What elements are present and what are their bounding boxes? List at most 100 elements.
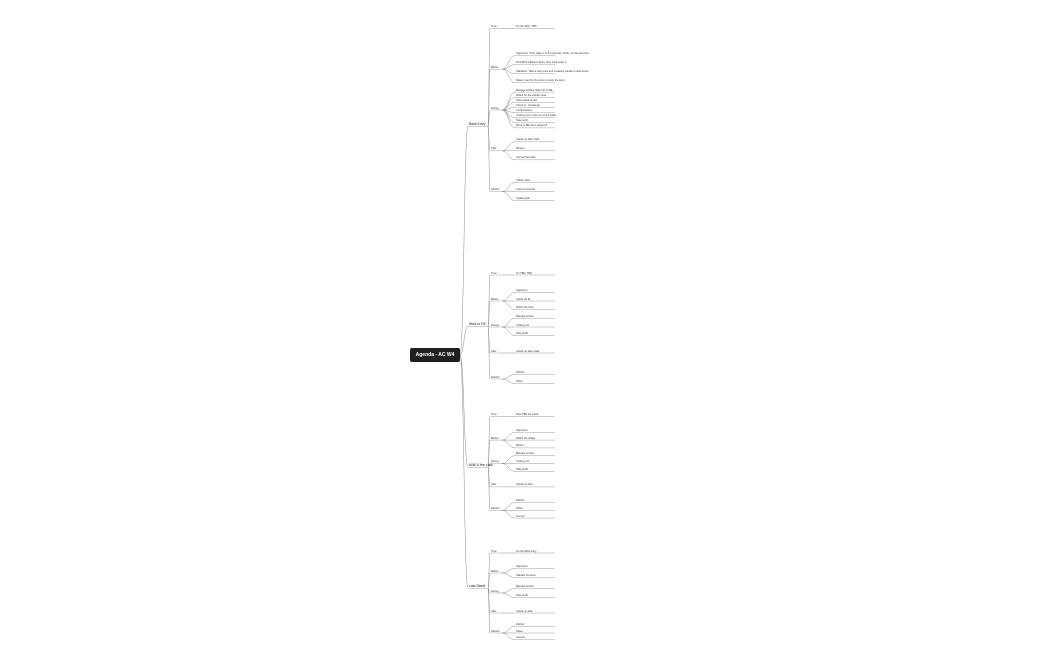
b1-item-4-line-2-connector — [501, 191, 516, 201]
b4-item-1-line-0-connector — [501, 568, 516, 574]
b2-item-1-line-0-connector — [501, 292, 516, 302]
b3-item-2-connector — [487, 463, 491, 468]
b4-item-4-line-0-connector — [501, 626, 516, 634]
b2-item-4-line-1-connector — [501, 378, 516, 384]
root-to-b1-connector — [459, 125, 469, 356]
b2-item-1-line-2-connector — [501, 300, 516, 310]
b2-item-1-line-1: Check for fill — [516, 297, 531, 301]
b2-item-2-line-0-connector — [501, 318, 516, 328]
b1-item-1-line-1: DCA BoS 2 Bottom Entry, then Limit order… — [516, 61, 567, 65]
b1-item-1-line-3: Retest: wait for the price to retest the… — [516, 79, 565, 83]
branch-b4-label[interactable]: Last Stand — [469, 584, 486, 588]
b1-item-1-label[interactable]: Before — [491, 65, 499, 69]
b1-item-2-line-3: Check in - Exchange — [516, 103, 540, 107]
b4-item-1-connector — [487, 572, 491, 589]
b3-item-1-line-1: Watch the shape — [516, 436, 536, 440]
root-to-b3-connector — [459, 354, 469, 468]
b3-item-2-line-0-connector — [501, 455, 516, 464]
b3-item-3-line-0: Check on after — [516, 483, 533, 487]
b3-item-1-line-2-connector — [501, 439, 516, 449]
b3-item-1-line-0: Alignment — [516, 428, 528, 432]
b4-item-4-line-2-connector — [501, 632, 516, 640]
b3-item-4-connector — [487, 467, 491, 511]
b1-item-2-label[interactable]: During — [491, 106, 499, 110]
b1-item-1-connector — [487, 68, 491, 127]
b4-item-4-connector — [487, 588, 491, 634]
b2-item-2-line-2: Take profit — [516, 332, 528, 336]
b1-item-1-line-0-connector — [501, 55, 516, 70]
b1-item-3-line-0: Check on after trade — [516, 138, 540, 142]
b2-item-2-label[interactable]: During — [491, 323, 499, 327]
branch-b3-label[interactable]: M/W & the Lock — [469, 463, 493, 467]
b2-item-4-line-0: Debrief — [516, 371, 525, 374]
b4-item-0-label[interactable]: Time — [491, 549, 497, 553]
b2-item-2-line-1: Closing out — [516, 323, 529, 327]
b1-item-3-line-2-connector — [501, 150, 516, 161]
b3-item-4-line-0-connector — [501, 502, 516, 511]
b3-item-0-line-0: New TBD the week — [516, 413, 539, 417]
b4-item-2-line-1-connector — [501, 592, 516, 598]
b1-item-1-line-2: Validation: Take a stop price and a wait… — [516, 70, 589, 74]
b1-item-3-label[interactable]: After — [491, 147, 497, 151]
b2-item-1-line-0: Alignment — [516, 288, 528, 292]
b4-item-2-label[interactable]: During — [491, 589, 499, 593]
b3-item-0-label[interactable]: Time — [491, 413, 497, 417]
root-to-b2-connector — [459, 325, 469, 356]
b1-item-2-line-2: Take partial profits — [516, 98, 538, 102]
branch-b2-label[interactable]: Wick to Fill — [469, 322, 486, 326]
b1-item-2-line-4: Confirmations — [516, 109, 533, 113]
b1-item-2-line-6: Take profit — [516, 119, 528, 123]
b2-item-4-line-1: Notes — [516, 380, 523, 383]
b1-item-2-line-1-connector — [501, 97, 516, 111]
b1-item-4-line-1: Lessons learned — [516, 188, 536, 192]
b3-item-1-connector — [487, 439, 491, 468]
b1-item-1-line-3-connector — [501, 68, 516, 83]
b1-item-2-line-0: Manage entries: Move SL to BE — [516, 88, 553, 92]
b3-item-4-line-1: Notes — [516, 506, 523, 510]
b3-item-1-line-2: Retest — [516, 444, 524, 448]
b3-item-4-line-2: Journal — [516, 514, 525, 518]
b1-item-4-line-0: Check notes — [516, 179, 531, 183]
b2-item-1-connector — [487, 300, 491, 327]
b1-item-4-label[interactable]: Debrief — [491, 188, 500, 192]
root-node[interactable]: Agenda - AC W4 — [410, 348, 460, 362]
b4-item-3-line-0: Check on after — [516, 609, 533, 613]
b1-item-4-line-2: Update plan — [516, 197, 530, 201]
b2-item-1-label[interactable]: Before — [491, 297, 499, 301]
b3-item-1-label[interactable]: Before — [491, 436, 499, 440]
b2-item-3-label[interactable]: After — [491, 349, 497, 353]
b3-item-2-line-0: Manage entries — [516, 452, 534, 456]
b2-item-2-line-2-connector — [501, 326, 516, 336]
b1-item-3-line-2: Journal the trade — [516, 156, 536, 160]
b3-item-3-label[interactable]: After — [491, 483, 497, 487]
b4-item-2-line-0: Manage entries — [516, 585, 534, 588]
b1-item-4-line-0-connector — [501, 182, 516, 192]
root-to-b4-connector — [459, 354, 469, 589]
b3-item-4-label[interactable]: Debrief — [491, 506, 500, 510]
b2-item-2-connector — [487, 326, 491, 328]
b4-item-2-line-1: Take profit — [516, 594, 528, 597]
b4-item-4-line-1: Notes — [516, 629, 523, 633]
b3-item-1-line-0-connector — [501, 432, 516, 441]
b3-item-2-label[interactable]: During — [491, 460, 499, 463]
branch-b1-label[interactable]: Back Entry — [469, 122, 486, 126]
b2-item-0-label[interactable]: Time — [491, 271, 497, 275]
b2-item-4-label[interactable]: Debrief — [491, 375, 500, 379]
b4-item-4-label[interactable]: Debrief — [491, 629, 500, 633]
b1-item-2-line-7: Move to BE when target hit — [516, 124, 548, 128]
b1-item-1-line-0: Alignment: If the stage 1 of 3 is the en… — [516, 52, 589, 56]
b2-item-1-line-2: Watch the wick — [516, 306, 534, 310]
b3-item-4-line-2-connector — [501, 510, 516, 519]
b3-item-2-line-2-connector — [501, 463, 516, 472]
b4-item-2-line-0-connector — [501, 588, 516, 594]
b4-item-1-line-0: Alignment — [516, 565, 528, 568]
b4-item-1-label[interactable]: Before — [491, 569, 499, 573]
b1-item-0-label[interactable]: Time — [491, 24, 497, 28]
b1-item-2-line-1: Watch for the candle close — [516, 93, 547, 97]
b4-item-3-label[interactable]: After — [491, 609, 497, 613]
b1-item-2-line-5: Closing out: In and out of the trade — [516, 114, 556, 118]
b2-item-2-line-0: Manage entries — [516, 314, 534, 318]
b1-item-4-connector — [487, 126, 491, 192]
b1-item-2-line-6-connector — [501, 109, 516, 123]
b2-item-3-line-0: Check on after trade — [516, 349, 540, 353]
